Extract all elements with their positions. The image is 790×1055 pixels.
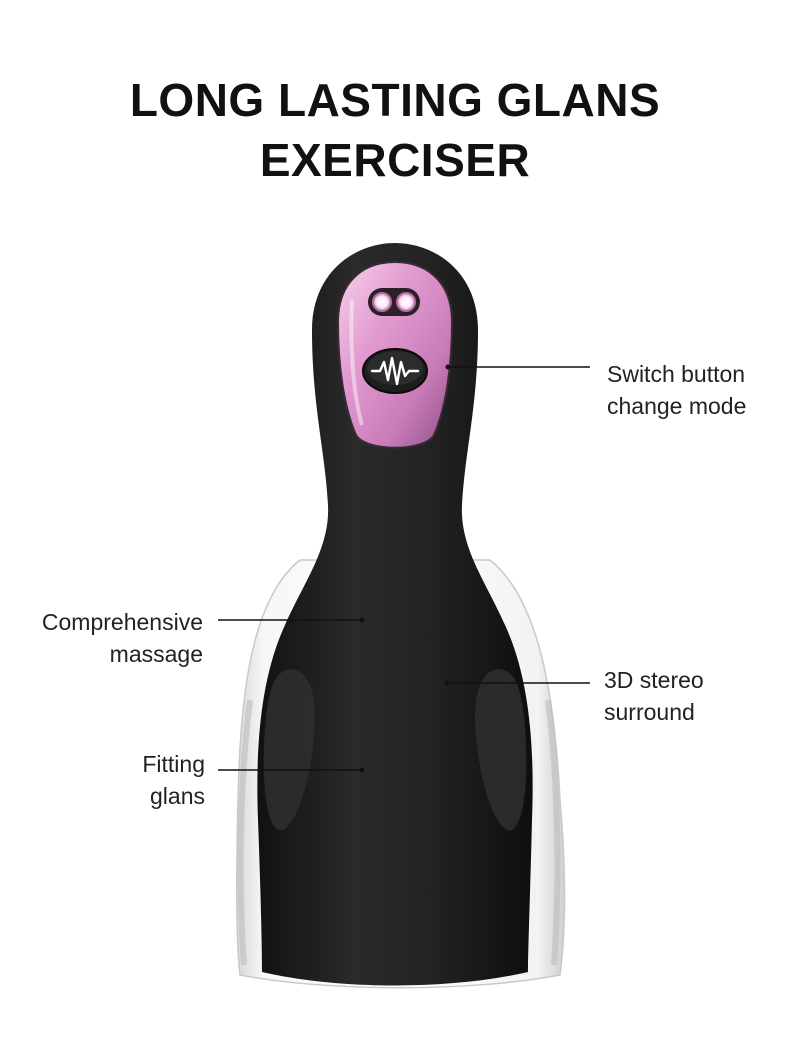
callout-fitting-line-2: glans <box>150 783 205 809</box>
callout-stereo: 3D stereo surround <box>604 664 704 728</box>
callout-switch-line-1: Switch button <box>607 361 746 387</box>
page-title: LONG LASTING GLANS EXERCISER <box>0 70 790 190</box>
outer-shell-rim <box>237 699 253 966</box>
title-line-1: LONG LASTING GLANS <box>129 74 661 126</box>
switch-dot <box>445 364 451 370</box>
callout-stereo-line-1: 3D stereo <box>604 667 704 693</box>
callout-switch: Switch button change mode <box>607 358 746 422</box>
waveform-icon <box>370 356 420 386</box>
callout-massage-line-2: massage <box>109 641 203 667</box>
mode-switch-button[interactable] <box>362 348 428 394</box>
stereo-dot <box>444 680 450 686</box>
callout-fitting: Fitting glans <box>0 748 205 812</box>
title-line-2: EXERCISER <box>259 134 531 186</box>
right-grip <box>474 669 527 831</box>
callout-massage: Comprehensive massage <box>0 606 203 670</box>
panel-highlight <box>349 299 364 426</box>
callout-switch-line-2: change mode <box>607 393 747 419</box>
callout-massage-line-1: Comprehensive <box>41 609 203 635</box>
callout-stereo-line-2: surround <box>604 699 695 725</box>
left-grip <box>263 669 316 831</box>
massage-dot <box>359 617 365 623</box>
fitting-dot <box>359 767 365 773</box>
dual-led-icon <box>368 288 420 316</box>
outer-shell-rim-right <box>545 699 561 966</box>
device-body <box>257 243 533 986</box>
callout-fitting-line-1: Fitting <box>142 751 205 777</box>
callout-lines <box>218 364 590 773</box>
